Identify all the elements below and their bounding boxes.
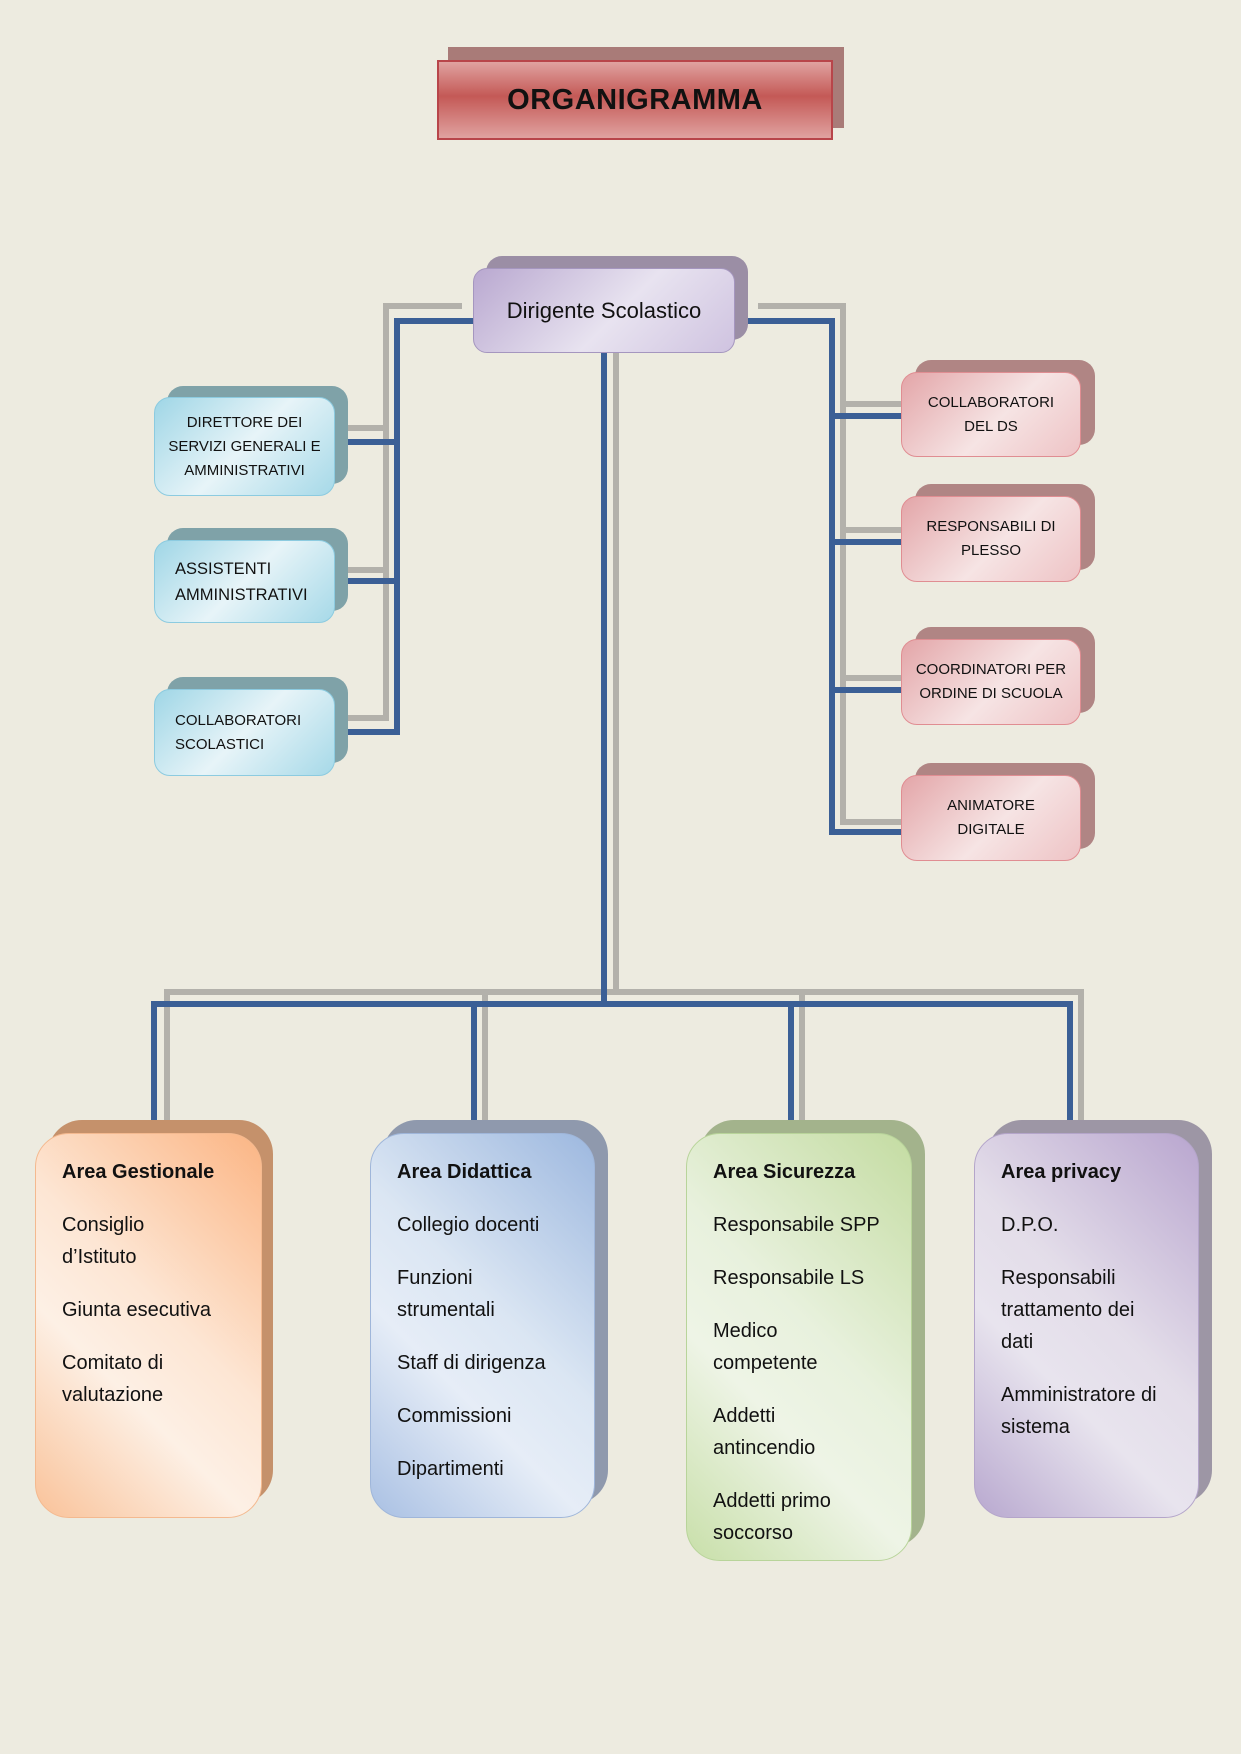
area-title: Area Gestionale <box>62 1161 215 1183</box>
root-box-dirigente: Dirigente Scolastico <box>473 268 735 353</box>
area-item: Funzioni strumentali <box>397 1267 495 1321</box>
area-item: Medico competente <box>713 1320 818 1374</box>
box-collaboratori-scolastici: COLLABORATORI SCOLASTICI <box>154 689 335 776</box>
area-item: Dipartimenti <box>397 1458 504 1480</box>
area-item: Giunta esecutiva <box>62 1299 211 1321</box>
area-item: Addetti antincendio <box>713 1405 816 1459</box>
area-item: Responsabili trattamento dei dati <box>1001 1267 1135 1353</box>
area-item: D.P.O. <box>1001 1214 1059 1236</box>
area-item: Responsabile LS <box>713 1267 865 1289</box>
area-item: Commissioni <box>397 1405 512 1427</box>
page-title: ORGANIGRAMMA <box>437 60 833 140</box>
area-sicurezza: Area Sicurezza Responsabile SPP Responsa… <box>686 1133 912 1561</box>
box-collaboratori-ds: COLLABORATORI DEL DS <box>901 372 1081 457</box>
box-responsabili-plesso: RESPONSABILI DI PLESSO <box>901 496 1081 582</box>
area-title: Area Didattica <box>397 1161 532 1183</box>
area-item: Staff di dirigenza <box>397 1352 546 1374</box>
area-item: Responsabile SPP <box>713 1214 880 1236</box>
area-gestionale: Area Gestionale Consiglio d’Istituto Giu… <box>35 1133 262 1518</box>
area-title: Area Sicurezza <box>713 1161 856 1183</box>
area-item: Addetti primo soccorso <box>713 1490 831 1544</box>
box-coordinatori-ordine-scuola: COORDINATORI PER ORDINE DI SCUOLA <box>901 639 1081 725</box>
area-title: Area privacy <box>1001 1161 1122 1183</box>
area-item: Consiglio d’Istituto <box>62 1214 145 1268</box>
box-assistenti-amministrativi: ASSISTENTI AMMINISTRATIVI <box>154 540 335 623</box>
area-item: Amministratore di sistema <box>1001 1384 1157 1438</box>
area-item: Collegio docenti <box>397 1214 540 1236</box>
area-didattica: Area Didattica Collegio docenti Funzioni… <box>370 1133 595 1518</box>
area-privacy: Area privacy D.P.O. Responsabili trattam… <box>974 1133 1199 1518</box>
area-item: Comitato di valutazione <box>62 1352 164 1406</box>
box-direttore-servizi: DIRETTORE DEI SERVIZI GENERALI E AMMINIS… <box>154 397 335 496</box>
box-animatore-digitale: ANIMATORE DIGITALE <box>901 775 1081 861</box>
